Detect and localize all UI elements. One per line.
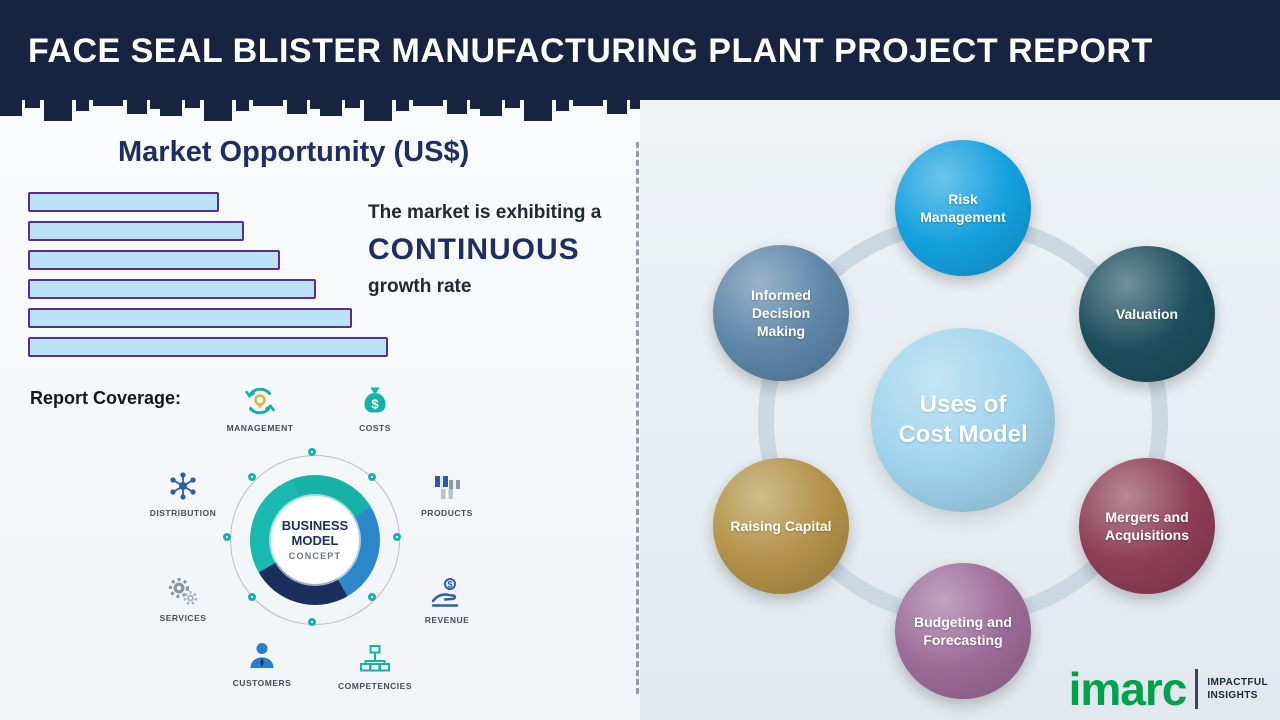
ring-dot: [308, 448, 316, 456]
growth-line2: growth rate: [368, 276, 472, 297]
logo-tagline: IMPACTFUL INSIGHTS: [1207, 676, 1268, 702]
business-model-line3: CONCEPT: [288, 550, 342, 561]
node-budgeting-forecasting: Budgeting and Forecasting: [895, 563, 1031, 699]
imarc-logo: imarc IMPACTFUL INSIGHTS: [1068, 662, 1268, 715]
ring-dot: [308, 618, 316, 626]
boxes-icon: [435, 476, 460, 499]
business-model-item-label: DISTRIBUTION: [149, 508, 217, 518]
growth-emphasis: CONTINUOUS: [368, 233, 580, 266]
node-label: Raising Capital: [730, 517, 832, 534]
node-label: Budgeting and Forecasting: [914, 613, 1012, 648]
org-chart-icon: [360, 645, 390, 672]
hub-label-line2: Cost Model: [898, 421, 1028, 448]
uses-of-cost-model-panel: Uses of Cost Model Risk Management Valua…: [640, 100, 1280, 720]
imarc-logo-text: imarc: [1068, 662, 1188, 715]
node-label: Risk Management: [920, 190, 1006, 225]
business-model-item-customers: CUSTOMERS: [212, 638, 312, 688]
money-bag-icon: $: [364, 387, 386, 413]
node-informed-decision-making: Informed Decision Making: [713, 245, 849, 381]
business-model-item-products: PRODUCTS: [397, 468, 497, 518]
ring-dot: [248, 593, 256, 601]
business-model-item-services: SERVICES: [133, 573, 233, 623]
business-model-item-label: CUSTOMERS: [232, 678, 292, 688]
market-bar: [28, 250, 280, 270]
node-label: Informed Decision Making: [751, 286, 811, 340]
node-mergers-acquisitions: Mergers and Acquisitions: [1079, 458, 1215, 594]
business-model-item-competencies: COMPETENCIES: [325, 641, 425, 691]
logo-tagline-line1: IMPACTFUL: [1207, 677, 1268, 689]
network-icon: [170, 472, 196, 500]
gears-icon: [168, 577, 198, 605]
business-model-item-label: COMPETENCIES: [337, 681, 412, 691]
svg-text:$: $: [447, 580, 452, 590]
ring-dot: [368, 593, 376, 601]
logo-divider: [1195, 669, 1199, 710]
market-bar: [28, 337, 388, 357]
business-model-item-label: MANAGEMENT: [226, 423, 294, 433]
hub-circle: Uses of Cost Model: [871, 328, 1055, 512]
market-opportunity-panel: Market Opportunity (US$) The market is e…: [0, 100, 640, 720]
business-model-item-label: REVENUE: [424, 615, 470, 625]
business-model-item-management: MANAGEMENT: [210, 383, 310, 433]
hand-coin-icon: $: [431, 578, 459, 607]
node-risk-management: Risk Management: [895, 140, 1031, 276]
ring-dot: [368, 473, 376, 481]
node-label: Mergers and Acquisitions: [1104, 508, 1189, 543]
person-icon: [250, 643, 274, 668]
business-model-item-label: PRODUCTS: [421, 508, 473, 518]
market-growth-chart: [28, 192, 388, 366]
market-bar: [28, 221, 244, 241]
market-bar: [28, 308, 352, 328]
node-raising-capital: Raising Capital: [713, 458, 849, 594]
report-coverage-label: Report Coverage:: [30, 388, 182, 408]
market-bar: [28, 192, 219, 212]
node-label: Valuation: [1115, 305, 1179, 322]
ring-dot: [393, 533, 401, 541]
node-valuation: Valuation: [1079, 246, 1215, 382]
business-model-item-label: COSTS: [359, 423, 391, 433]
business-model-line2: MODEL: [291, 533, 339, 548]
business-model-item-costs: $ COSTS: [325, 383, 425, 433]
growth-line1: The market is exhibiting a: [368, 202, 602, 223]
page-title: FACE SEAL BLISTER MANUFACTURING PLANT PR…: [28, 32, 1153, 70]
business-model-item-revenue: $ REVENUE: [397, 575, 497, 625]
market-bar: [28, 279, 316, 299]
logo-tagline-line2: INSIGHTS: [1207, 690, 1258, 702]
business-model-item-label: SERVICES: [159, 613, 207, 623]
header-banner: FACE SEAL BLISTER MANUFACTURING PLANT PR…: [0, 0, 1280, 100]
growth-statement: The market is exhibiting a CONTINUOUS gr…: [368, 202, 630, 298]
hub-label-line1: Uses of: [919, 391, 1007, 418]
ring-dot: [248, 473, 256, 481]
section-title: Market Opportunity (US$): [118, 136, 470, 168]
panel-divider: [636, 142, 639, 694]
svg-text:$: $: [371, 397, 379, 412]
management-cycle-icon: [245, 387, 275, 415]
business-model-center: BUSINESS MODEL CONCEPT: [271, 496, 359, 584]
business-model-item-distribution: DISTRIBUTION: [133, 468, 233, 518]
ring-dot: [223, 533, 231, 541]
business-model-line1: BUSINESS: [281, 518, 349, 534]
